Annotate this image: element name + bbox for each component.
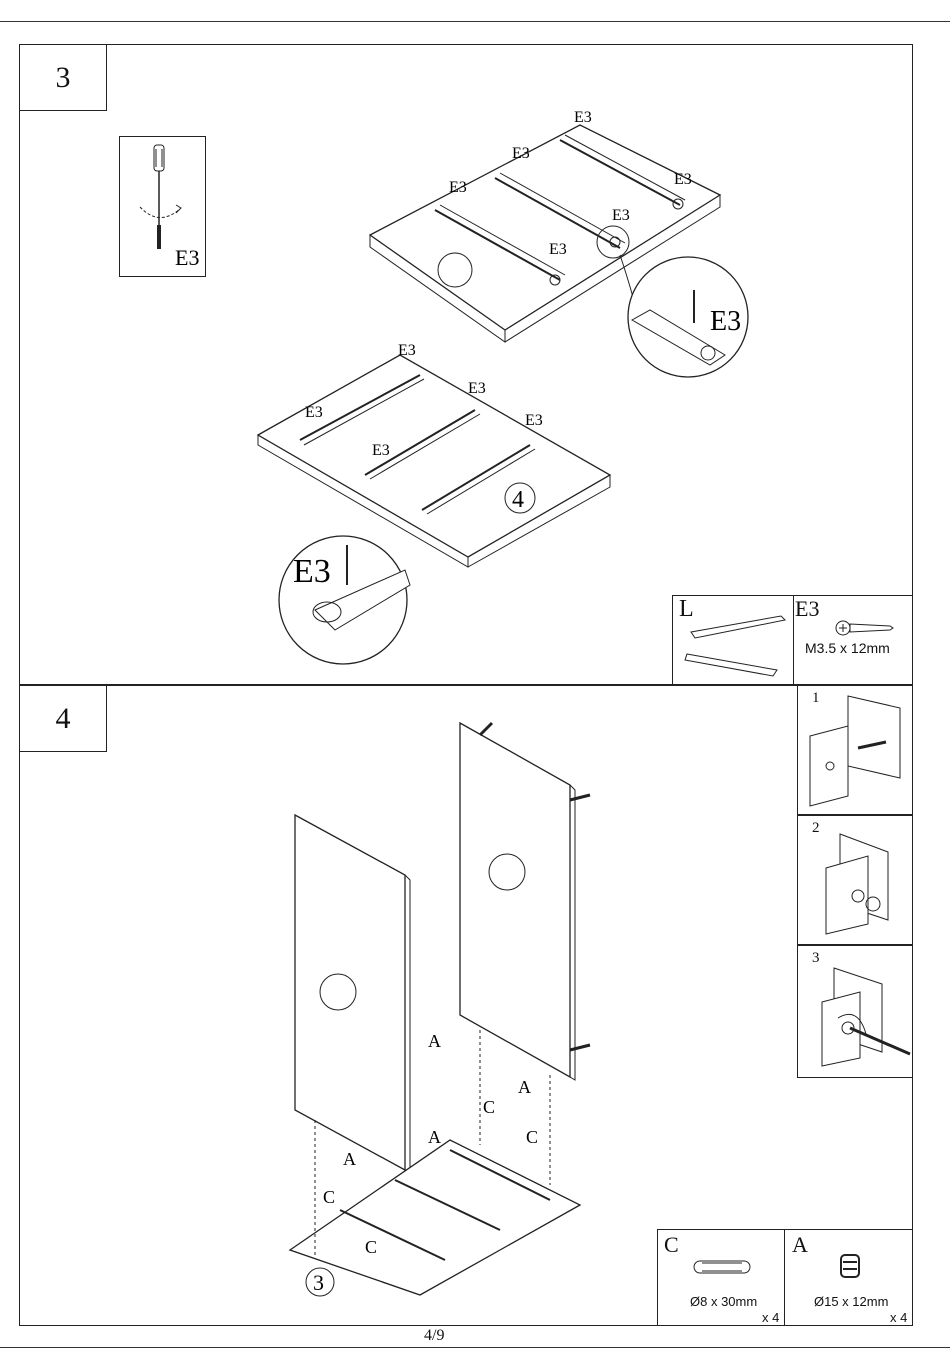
- panel-ref-number: 3: [313, 1270, 324, 1295]
- part-a-spec: Ø15 x 12mm: [814, 1294, 888, 1309]
- part-c-qty: x 4: [762, 1310, 779, 1325]
- part-e3-letter: E3: [795, 596, 819, 622]
- screw-icon: [835, 616, 895, 640]
- screwdriver-icon: E3: [120, 137, 207, 278]
- callout-e3: E3: [305, 404, 323, 421]
- part-c-spec: Ø8 x 30mm: [690, 1294, 757, 1309]
- part-letter-a: A: [343, 1149, 356, 1169]
- upper-zoom-detail: E3: [610, 245, 760, 395]
- legend-divider: [784, 1230, 785, 1325]
- page-number: 4/9: [424, 1327, 444, 1345]
- part-letter-c: C: [526, 1127, 538, 1147]
- zoom-e3-label: E3: [710, 306, 741, 337]
- callout-e3: E3: [674, 171, 692, 188]
- side-panels-diagram: 3 A A A A C C C C: [280, 715, 610, 1315]
- callout-e3: E3: [612, 207, 630, 224]
- tool-part-label: E3: [175, 245, 199, 270]
- part-e3-spec: M3.5 x 12mm: [805, 640, 890, 656]
- part-letter-a: A: [518, 1077, 531, 1097]
- part-letter-a: A: [428, 1031, 441, 1051]
- callout-e3: E3: [525, 412, 543, 429]
- cam-lock-icon: [838, 1252, 862, 1280]
- part-letter-c: C: [483, 1097, 495, 1117]
- part-letter-c: C: [365, 1237, 377, 1257]
- callout-e3: E3: [449, 179, 467, 196]
- part-letter-a: A: [428, 1127, 441, 1147]
- callout-e3: E3: [512, 145, 530, 162]
- dowel-insert-icon: [798, 686, 914, 816]
- part-a-letter: A: [792, 1232, 808, 1258]
- step3-parts-legend: L E3 M3.5 x 12mm: [672, 595, 913, 685]
- part-a-qty: x 4: [890, 1310, 907, 1325]
- callout-e3: E3: [372, 442, 390, 459]
- callout-e3: E3: [398, 342, 416, 359]
- cam-lock-step-1: 1: [797, 685, 913, 815]
- cam-fitting-icon: [798, 816, 914, 946]
- callout-e3: E3: [549, 241, 567, 258]
- slide-rail-icon: [681, 612, 791, 682]
- legend-divider: [793, 596, 794, 684]
- part-c-letter: C: [664, 1232, 679, 1258]
- step3-number: 3: [19, 44, 107, 111]
- step4-number: 4: [19, 685, 107, 752]
- panel-ref-number: 4: [512, 487, 524, 513]
- cam-lock-step-2: 2: [797, 815, 913, 945]
- screwdriver-tool-box: E3: [119, 136, 206, 277]
- bottom-rule: [0, 1347, 950, 1348]
- wooden-dowel-icon: [692, 1258, 752, 1276]
- zoom-e3-label: E3: [293, 553, 331, 590]
- cam-lock-step-3: 3: [797, 945, 913, 1078]
- lower-zoom-detail: E3: [275, 500, 425, 670]
- callout-e3: E3: [468, 380, 486, 397]
- part-letter-c: C: [323, 1187, 335, 1207]
- step4-parts-legend: C Ø8 x 30mm x 4 A Ø15 x 12mm x 4: [657, 1229, 913, 1326]
- top-rule: [0, 21, 950, 22]
- screwdriver-tighten-icon: [798, 946, 914, 1079]
- callout-e3: E3: [574, 109, 592, 126]
